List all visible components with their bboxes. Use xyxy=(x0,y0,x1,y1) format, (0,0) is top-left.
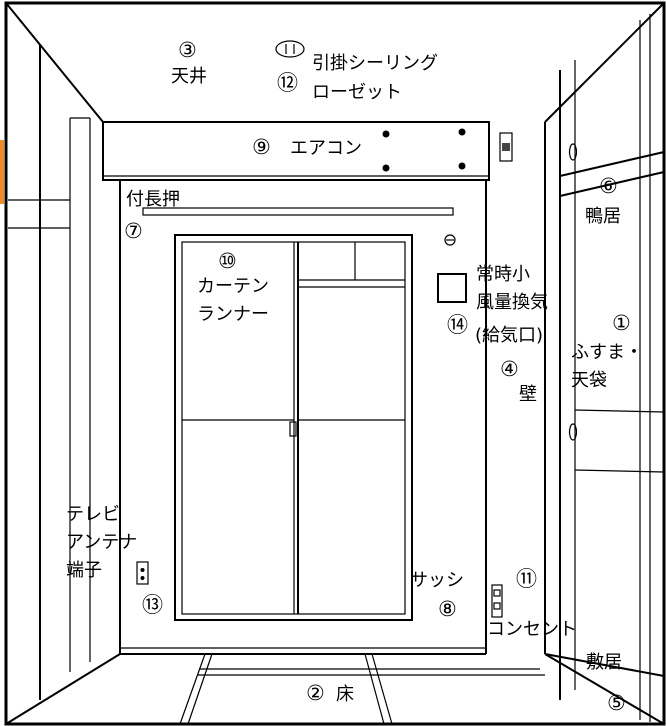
tv-antenna-label-2: アンテナ xyxy=(66,532,137,553)
curtain-runner-label-1: カーテン xyxy=(197,276,269,297)
ventilation-label-1: 常時小 xyxy=(476,264,530,285)
ceiling-rosette-icon xyxy=(275,40,305,58)
curtain-runner-label-2: ランナー xyxy=(197,304,269,325)
right-wall xyxy=(499,14,665,722)
ventilation-label-2: 風量換気 xyxy=(476,292,548,313)
aircon-label: エアコン xyxy=(290,138,362,159)
window-sash xyxy=(174,234,413,621)
pull-rosette-label-1: 引掛シーリング xyxy=(312,53,438,74)
kamoi-number: ⑥ xyxy=(599,174,618,198)
side-tab xyxy=(0,140,4,204)
ventilation-label-3: (給気口) xyxy=(475,325,543,346)
sash-label: サッシ xyxy=(410,570,464,591)
outlet-icon xyxy=(491,584,503,618)
shikii-label: 敷居 xyxy=(586,652,622,673)
sash-number: ⑧ xyxy=(438,597,457,621)
wall-fixture-icon xyxy=(444,234,456,246)
fusuma-label-2: 天袋 xyxy=(571,370,607,391)
aircon-unit xyxy=(102,121,490,181)
kamoi-label: 鴨居 xyxy=(585,206,621,227)
room-perspective xyxy=(5,2,665,725)
ventilation-number: ⑭ xyxy=(447,313,468,337)
wall-number: ④ xyxy=(500,357,519,381)
tv-antenna-label-3: 端子 xyxy=(66,560,102,581)
nageshi-label: 付長押 xyxy=(126,189,180,210)
tv-antenna-label-1: テレビ xyxy=(66,504,120,525)
outlet-number: ⑪ xyxy=(516,567,537,591)
ventilation-grille xyxy=(437,273,467,303)
aircon-number: ⑨ xyxy=(252,135,271,159)
ceiling-label: 天井 xyxy=(171,66,207,87)
tv-antenna-number: ⑬ xyxy=(142,593,163,617)
fusuma-number: ① xyxy=(612,311,631,335)
wall-label: 壁 xyxy=(519,384,537,405)
pull-rosette-number: ⑫ xyxy=(277,71,298,95)
tv-terminal-icon xyxy=(136,561,149,585)
outer-frame xyxy=(4,1,666,726)
fusuma-label-1: ふすま・ xyxy=(571,342,643,363)
outlet-label: コンセント xyxy=(487,619,577,640)
curtain-runner-number: ⑩ xyxy=(218,249,237,273)
shikii-number: ⑤ xyxy=(607,691,626,715)
floor-number: ② xyxy=(306,681,325,705)
tatami-floor xyxy=(179,653,545,725)
nageshi-number: ⑦ xyxy=(124,219,143,243)
pull-rosette-label-2: ローゼット xyxy=(312,82,402,103)
ceiling-number: ③ xyxy=(178,38,197,62)
nageshi-rail xyxy=(142,207,454,216)
left-wall xyxy=(8,45,91,700)
floor-label: 床 xyxy=(336,684,354,705)
